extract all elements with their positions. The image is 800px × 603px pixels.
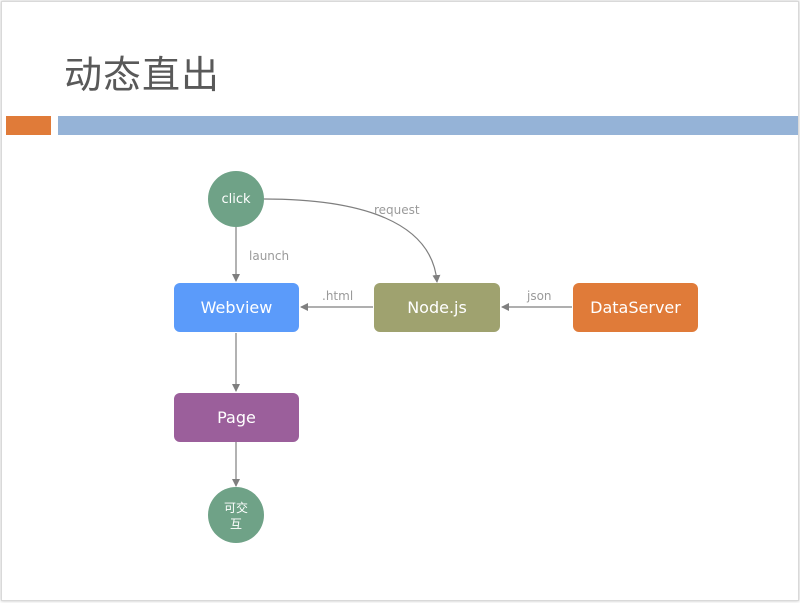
- node-nodejs: [374, 283, 500, 332]
- edge-click-nodejs: [263, 198, 441, 283]
- node-click: [208, 171, 264, 227]
- node-webview: [174, 283, 299, 332]
- edge-label-request: request: [374, 203, 420, 217]
- node-dataserver: [573, 283, 698, 332]
- edge-label-json: json: [527, 289, 552, 303]
- accent-bar-blue: [58, 116, 798, 135]
- edge-label-html: .html: [322, 289, 354, 303]
- edge-label-launch: launch: [249, 249, 290, 263]
- accent-bar-orange: [6, 116, 51, 135]
- node-interactive: [208, 487, 264, 543]
- slide-title: 动态直出: [64, 53, 221, 97]
- node-page: [174, 393, 299, 442]
